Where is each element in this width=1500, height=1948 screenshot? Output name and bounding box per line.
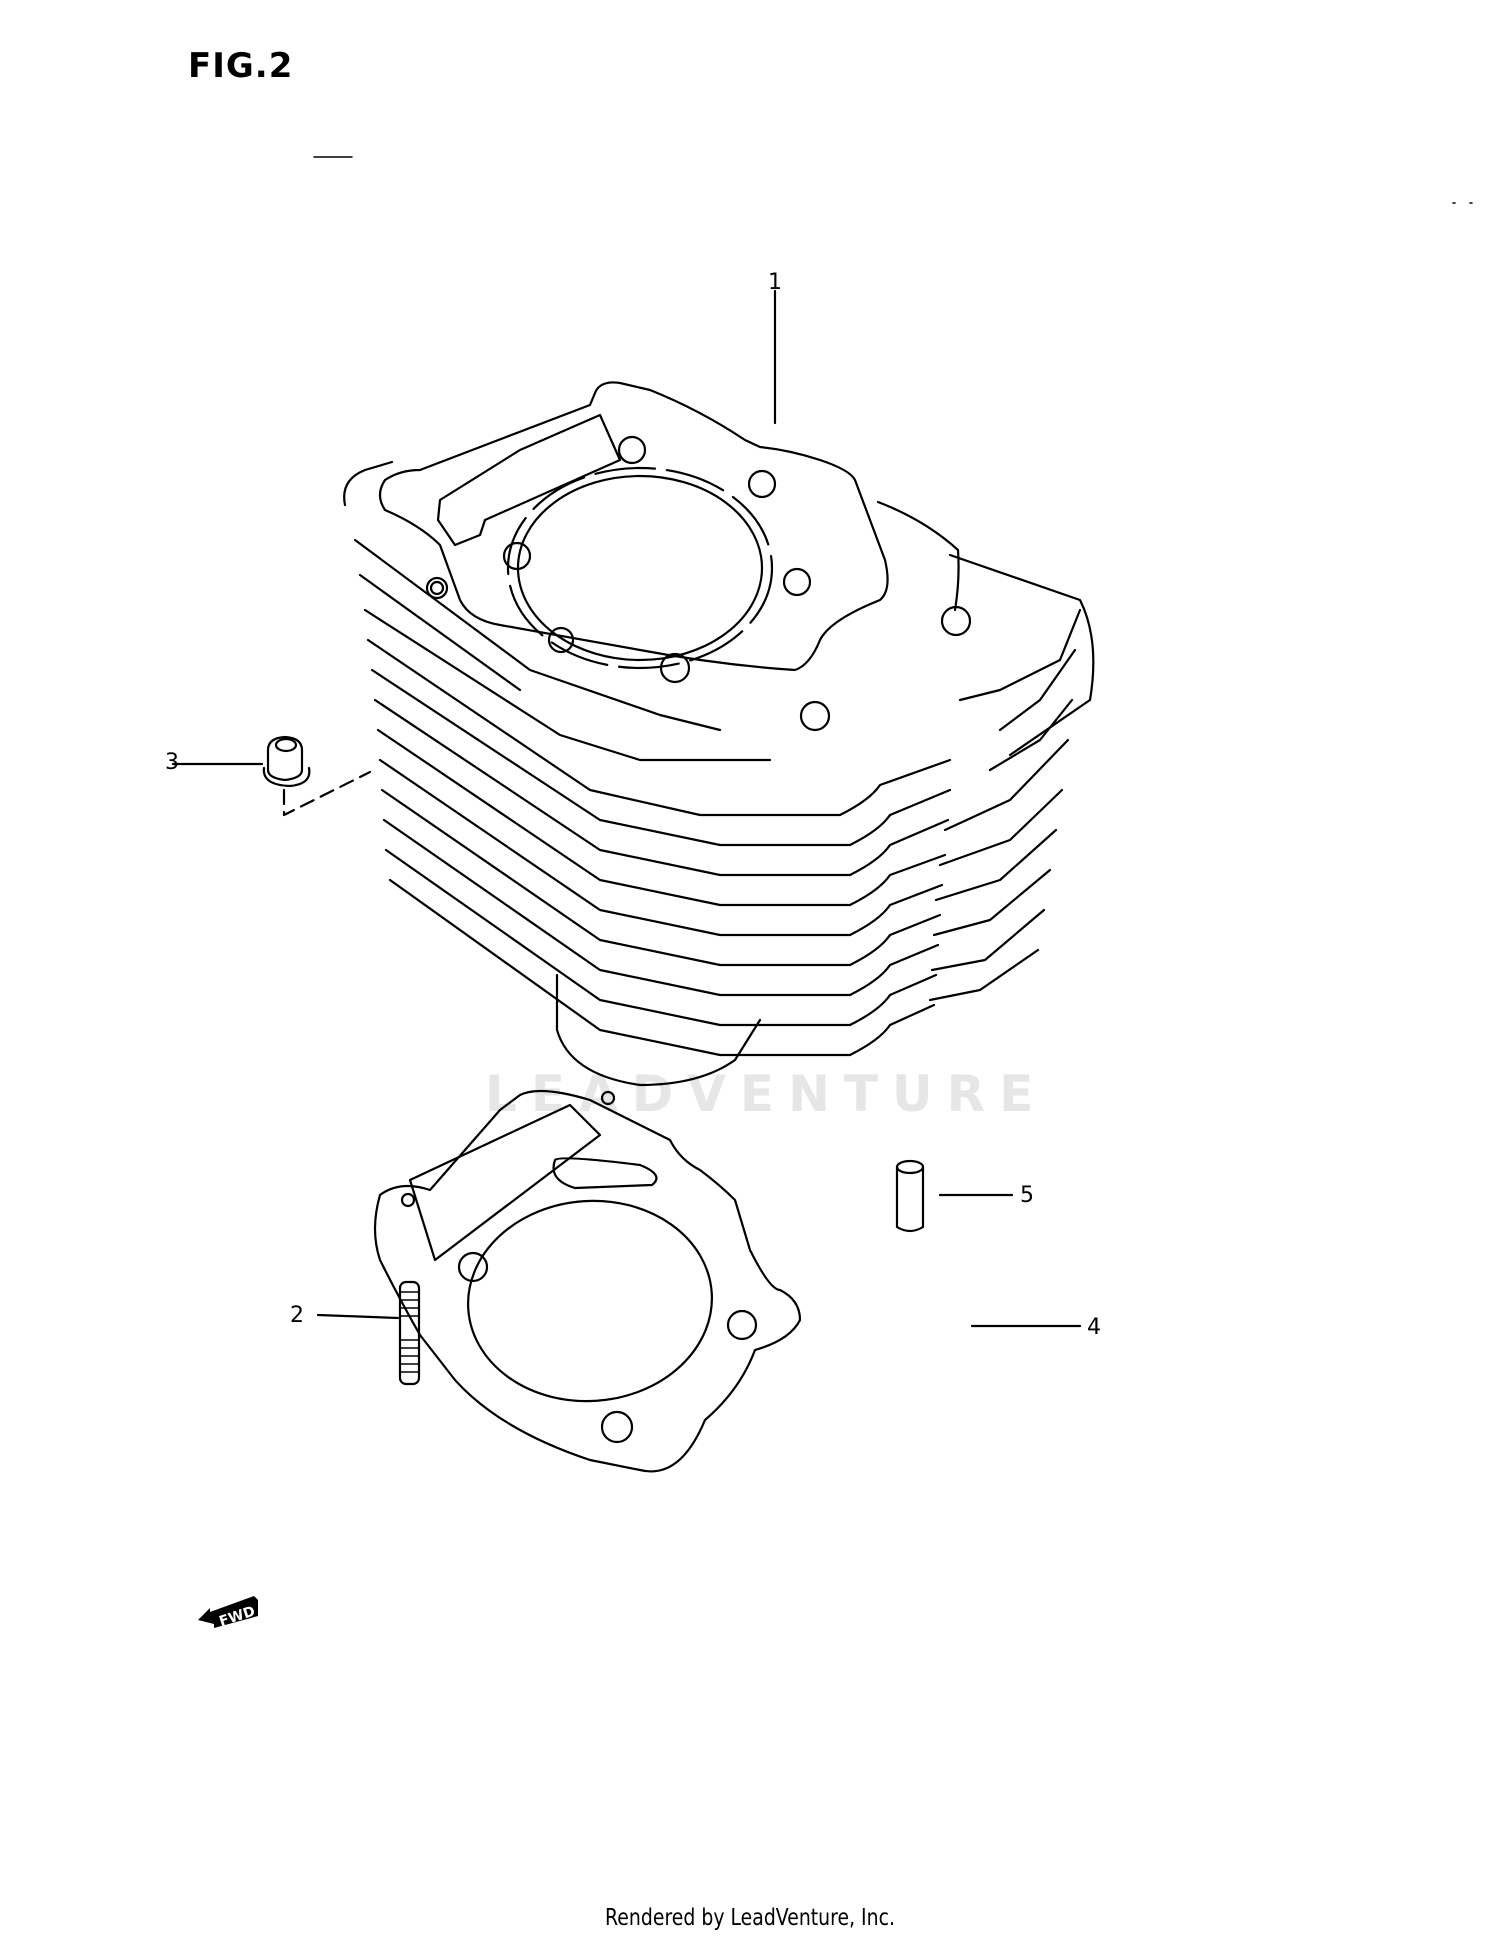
fwd-arrow-icon: FWD [196,1590,260,1635]
callout-3[interactable]: 3 [165,750,179,775]
nut-part[interactable] [262,735,311,788]
stud-part[interactable] [398,1280,421,1386]
callout-4[interactable]: 4 [1087,1315,1101,1340]
dowel-pin-part[interactable] [895,1159,925,1233]
figure-title: FIG.2 [188,46,294,86]
callout-5[interactable]: 5 [1020,1183,1034,1208]
callout-1[interactable]: 1 [768,270,782,295]
footer-credit: Rendered by LeadVenture, Inc. [605,1905,895,1931]
base-gasket-part[interactable] [373,1089,802,1473]
callout-2[interactable]: 2 [290,1303,304,1328]
watermark: LEADVENTURE [485,1065,1048,1123]
cylinder-part[interactable] [343,381,1095,1087]
leader-line-3-dashed [282,770,372,817]
leader-line-2 [316,1313,400,1320]
